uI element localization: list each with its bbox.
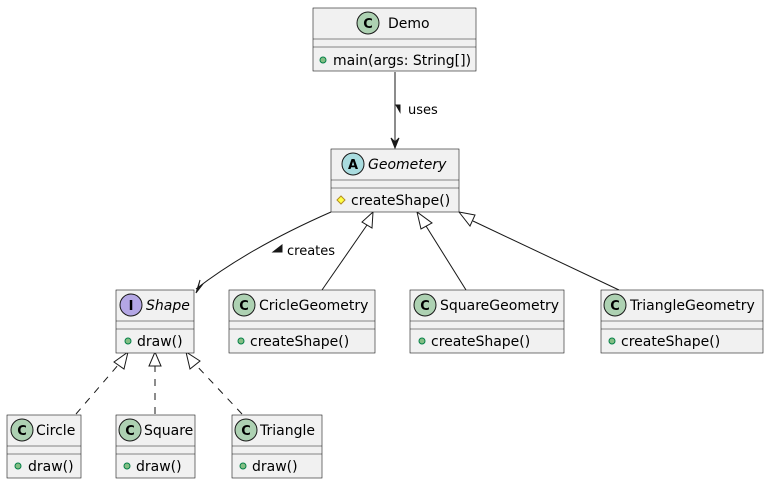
- method-createShape: createShape(): [351, 193, 450, 209]
- class-name: SquareGeometry: [440, 298, 559, 314]
- public-visibility-icon: [418, 337, 426, 345]
- class-name: Triangle: [259, 423, 315, 439]
- edges: uses creates: [75, 72, 620, 415]
- public-visibility-icon: [608, 337, 616, 345]
- inherit-cricle-arrow: [361, 210, 374, 229]
- class-badge-letter: C: [125, 424, 135, 439]
- class-badge-icon: [118, 418, 142, 442]
- class-cricle-geometry[interactable]: C CricleGeometry createShape(): [228, 289, 376, 354]
- uses-direction-icon: [395, 104, 401, 114]
- inherit-triangle-arrow: [457, 211, 476, 227]
- public-visibility-icon: [239, 462, 247, 470]
- class-name: TriangleGeometry: [629, 298, 755, 314]
- class-name: Geometery: [368, 157, 447, 173]
- method-draw: draw(): [137, 334, 183, 350]
- class-demo[interactable]: C Demo main(args: String[]): [312, 7, 477, 72]
- class-badge-letter: C: [241, 424, 251, 439]
- method-draw: draw(): [28, 459, 74, 475]
- class-badge-icon: [232, 293, 256, 317]
- realize-triangle-arrow: [185, 350, 201, 370]
- class-triangle-geometry[interactable]: C TriangleGeometry createShape(): [600, 289, 764, 354]
- class-name: Shape: [146, 298, 190, 314]
- public-visibility-icon: [123, 462, 131, 470]
- abstract-badge-letter: A: [348, 158, 358, 173]
- class-badge-icon: [603, 293, 627, 317]
- method-draw: draw(): [136, 459, 182, 475]
- uses-label: uses: [408, 103, 438, 118]
- method-createShape: createShape(): [250, 334, 349, 350]
- inherit-cricle-edge: [321, 224, 368, 291]
- class-badge-icon: [356, 11, 380, 35]
- class-badge-letter: C: [239, 299, 249, 314]
- class-badge-letter: C: [610, 299, 620, 314]
- realize-triangle-edge: [194, 363, 243, 415]
- creates-label: creates: [287, 244, 335, 259]
- class-badge-icon: [413, 293, 437, 317]
- class-name: Demo: [388, 16, 430, 32]
- uses-arrowhead: [390, 137, 400, 150]
- class-name: Square: [144, 423, 193, 439]
- method-createShape: createShape(): [621, 334, 720, 350]
- class-name: Circle: [36, 423, 75, 439]
- class-badge-letter: C: [17, 424, 27, 439]
- public-visibility-icon: [124, 337, 132, 345]
- class-square-geometry[interactable]: C SquareGeometry createShape(): [409, 289, 565, 354]
- method-draw: draw(): [252, 459, 298, 475]
- protected-visibility-icon: [336, 195, 346, 205]
- class-name: CricleGeometry: [259, 298, 368, 314]
- class-badge-icon: [10, 418, 34, 442]
- inherit-square-arrow: [416, 210, 433, 230]
- inherit-triangle-edge: [472, 220, 620, 291]
- class-badge-letter: C: [363, 17, 373, 32]
- realize-circle-edge: [75, 363, 120, 415]
- public-visibility-icon: [319, 56, 327, 64]
- realize-circle-arrow: [113, 350, 129, 370]
- creates-direction-icon: [271, 243, 283, 253]
- public-visibility-icon: [14, 462, 22, 470]
- interface-badge-letter: I: [129, 299, 134, 314]
- class-circle[interactable]: C Circle draw(): [6, 414, 82, 479]
- class-geometery[interactable]: A Geometery createShape(): [330, 148, 460, 213]
- public-visibility-icon: [237, 337, 245, 345]
- interface-badge-icon: [119, 293, 143, 317]
- class-badge-letter: C: [420, 299, 430, 314]
- class-triangle[interactable]: C Triangle draw(): [231, 414, 323, 479]
- method-main: main(args: String[]): [333, 53, 471, 69]
- method-createShape: createShape(): [431, 334, 530, 350]
- realize-square-arrow: [148, 350, 162, 367]
- abstract-badge-icon: [341, 152, 365, 176]
- interface-shape[interactable]: I Shape draw(): [115, 289, 195, 354]
- inherit-square-edge: [425, 225, 467, 291]
- creates-arrowhead: [195, 279, 204, 294]
- creates-edge: [195, 211, 332, 290]
- class-badge-icon: [234, 418, 258, 442]
- class-square[interactable]: C Square draw(): [115, 414, 196, 479]
